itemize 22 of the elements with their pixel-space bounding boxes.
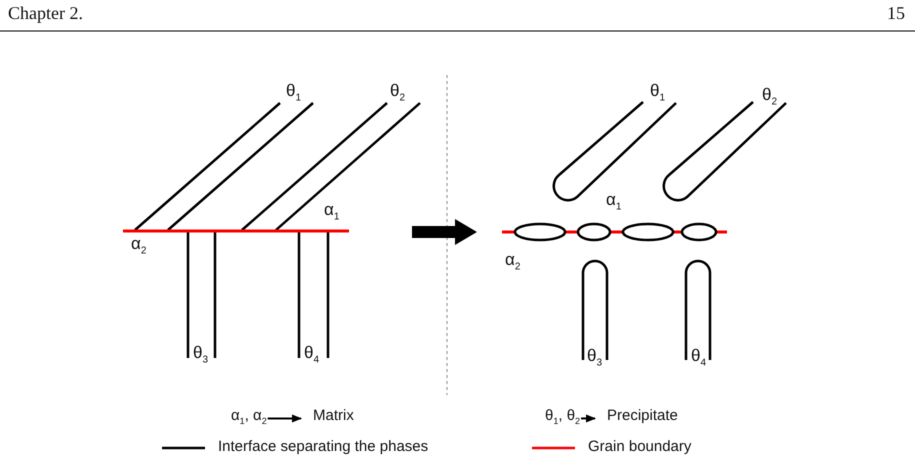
phase-label: θ$_{3}$ — [587, 347, 602, 368]
phase-label: α$_{1}$ — [606, 191, 622, 212]
page-header: Chapter 2. — [8, 4, 83, 24]
phase-label: θ$_{4}$ — [691, 347, 706, 368]
legend-text: Interface separating the phases — [218, 439, 428, 456]
legend-text: Grain boundary — [588, 439, 692, 456]
legend-text: α$_{1}$, α$_{2}$ — [231, 408, 267, 427]
phase-label: θ$_{2}$ — [762, 86, 778, 108]
arrow — [268, 414, 302, 422]
phase-label: θ$_{3}$ — [193, 344, 208, 366]
phase-label: θ$_{1}$ — [650, 82, 666, 104]
legend-text: θ$_{1}$, θ$_{2}$ — [545, 408, 580, 427]
phase-label: θ$_{1}$ — [286, 82, 302, 104]
legend-text: Precipitate — [607, 408, 678, 424]
phase-label: α$_{2}$ — [131, 235, 146, 256]
phase-label: θ$_{4}$ — [304, 344, 320, 366]
legend-text: Matrix — [313, 408, 354, 424]
phase-label: θ$_{2}$ — [390, 82, 406, 104]
page-number: 15 — [887, 4, 905, 24]
phase-label: α$_{1}$ — [324, 201, 340, 222]
arrow — [581, 414, 596, 422]
phase-label: α$_{2}$ — [505, 251, 520, 272]
